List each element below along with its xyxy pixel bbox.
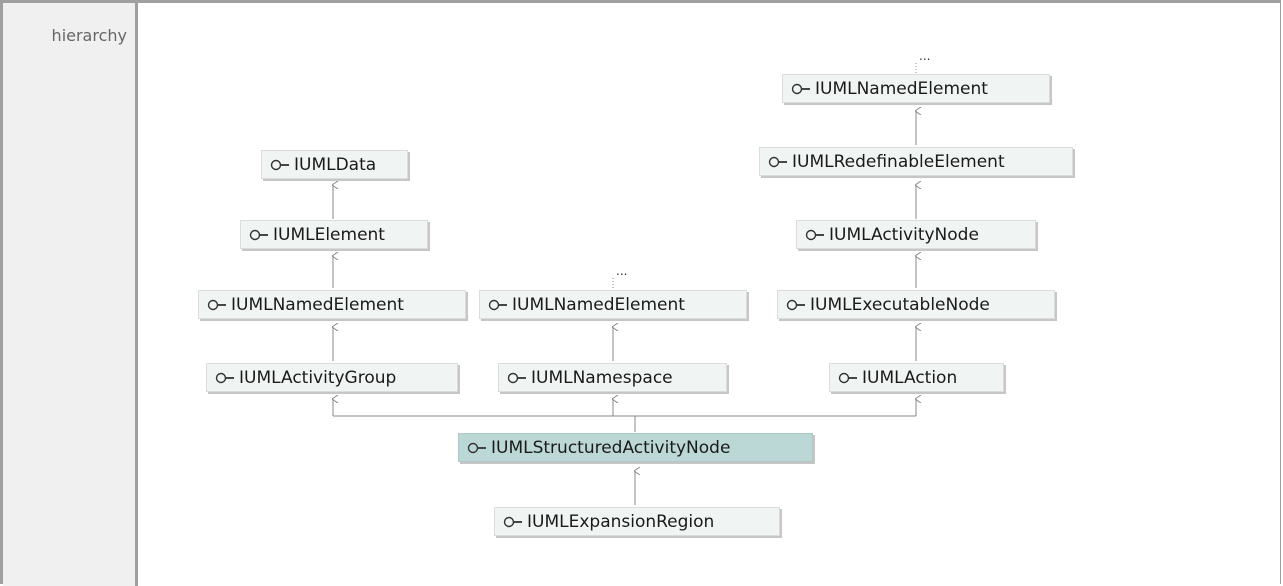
interface-lollipop-icon xyxy=(207,299,226,310)
node-label: IUMLExecutableNode xyxy=(810,294,990,315)
node-iumlnamedelement-left[interactable]: IUMLNamedElement xyxy=(198,290,466,319)
interface-lollipop-icon xyxy=(503,516,522,527)
interface-lollipop-icon xyxy=(791,83,810,94)
node-iumlaction[interactable]: IUMLAction xyxy=(829,363,1004,392)
node-label: IUMLStructuredActivityNode xyxy=(491,437,731,458)
node-label: IUMLElement xyxy=(273,224,385,245)
interface-lollipop-icon xyxy=(768,156,787,167)
interface-lollipop-icon xyxy=(805,229,824,240)
interface-lollipop-icon xyxy=(507,372,526,383)
interface-lollipop-icon xyxy=(786,299,805,310)
node-iumlexpansionregion[interactable]: IUMLExpansionRegion xyxy=(494,507,780,536)
interface-lollipop-icon xyxy=(270,159,289,170)
node-iumlnamedelement-right[interactable]: IUMLNamedElement xyxy=(782,74,1050,103)
node-iumlnamespace[interactable]: IUMLNamespace xyxy=(498,363,727,392)
node-label: IUMLData xyxy=(294,154,377,175)
node-iumlactivitynode[interactable]: IUMLActivityNode xyxy=(796,220,1036,249)
interface-lollipop-icon xyxy=(467,442,486,453)
ellipsis-mid[interactable]: ... xyxy=(616,264,628,278)
node-iumldata[interactable]: IUMLData xyxy=(261,150,408,179)
node-label: IUMLActivityNode xyxy=(829,224,979,245)
ellipsis-right[interactable]: ... xyxy=(919,49,931,63)
node-label: IUMLAction xyxy=(862,367,958,388)
node-iumlactivitygroup[interactable]: IUMLActivityGroup xyxy=(206,363,458,392)
node-label: IUMLNamedElement xyxy=(815,78,988,99)
node-label: IUMLRedefinableElement xyxy=(792,151,1005,172)
node-iumlstructuredactivitynode[interactable]: IUMLStructuredActivityNode xyxy=(458,433,813,462)
node-iumlredefinableelement[interactable]: IUMLRedefinableElement xyxy=(759,147,1073,176)
node-label: IUMLActivityGroup xyxy=(239,367,397,388)
node-label: IUMLExpansionRegion xyxy=(527,511,715,532)
node-iumlnamedelement-mid[interactable]: IUMLNamedElement xyxy=(479,290,747,319)
interface-lollipop-icon xyxy=(488,299,507,310)
label-column: hierarchy xyxy=(3,3,138,586)
interface-lollipop-icon xyxy=(215,372,234,383)
node-label: IUMLNamedElement xyxy=(231,294,404,315)
interface-lollipop-icon xyxy=(838,372,857,383)
interface-lollipop-icon xyxy=(249,229,268,240)
node-label: IUMLNamedElement xyxy=(512,294,685,315)
node-label: IUMLNamespace xyxy=(531,367,673,388)
node-iumlelement[interactable]: IUMLElement xyxy=(240,220,428,249)
hierarchy-label: hierarchy xyxy=(51,26,127,45)
node-iumlexecutablenode[interactable]: IUMLExecutableNode xyxy=(777,290,1055,319)
